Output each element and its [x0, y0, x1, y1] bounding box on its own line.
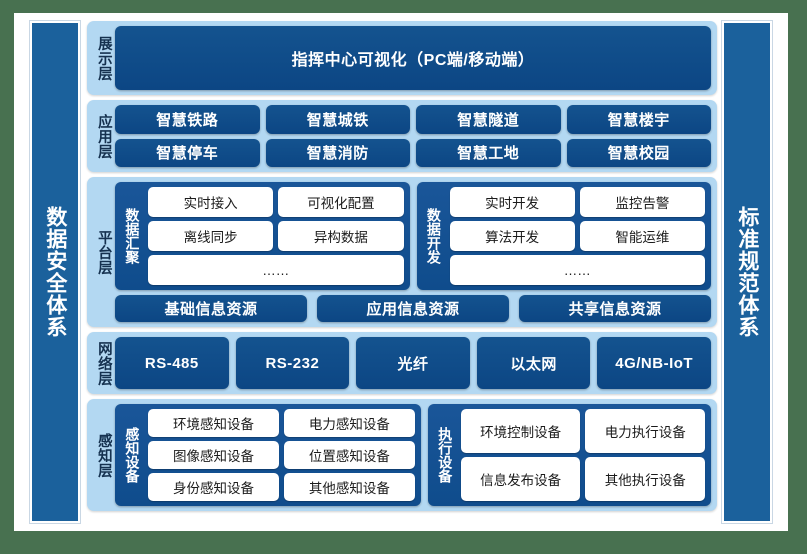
layer-perception-body: 感知设备 环境感知设备 电力感知设备 图像感知设备 位置感知设备 — [115, 404, 711, 506]
sensing-box-environment[interactable]: 环境感知设备 — [148, 409, 279, 437]
layer-perception: 感知层 感知设备 环境感知设备 电力感知设备 图像感知设备 — [87, 399, 717, 511]
execution-row-1: 环境控制设备 电力执行设备 — [460, 409, 706, 453]
sensing-box-identity[interactable]: 身份感知设备 — [148, 473, 279, 501]
aggregation-box-realtime-access[interactable]: 实时接入 — [148, 187, 274, 217]
resource-box-shared-information[interactable]: 共享信息资源 — [519, 295, 711, 322]
network-box-rs485[interactable]: RS-485 — [115, 337, 229, 389]
network-row-1: RS-485 RS-232 光纤 以太网 4G/NB-IoT — [115, 337, 711, 389]
application-row-1: 智慧铁路 智慧城铁 智慧隧道 智慧楼宇 — [115, 105, 711, 134]
app-box-smart-metro[interactable]: 智慧城铁 — [265, 105, 410, 134]
app-box-smart-building[interactable]: 智慧楼宇 — [566, 105, 711, 134]
platform-groups: 数据汇聚 实时接入 可视化配置 离线同步 异构数据 …… — [115, 182, 711, 290]
execution-box-other[interactable]: 其他执行设备 — [585, 457, 706, 501]
layer-platform-label: 平台层 — [95, 229, 112, 275]
group-data-development-items: 实时开发 监控告警 算法开发 智能运维 …… — [449, 187, 705, 285]
group-data-aggregation-label: 数据汇聚 — [124, 208, 141, 264]
left-side-bar-data-security: 数据安全体系 — [30, 21, 80, 523]
development-box-realtime-dev[interactable]: 实时开发 — [449, 187, 575, 217]
execution-box-environment-control[interactable]: 环境控制设备 — [460, 409, 581, 453]
resource-box-basic-information[interactable]: 基础信息资源 — [115, 295, 307, 322]
development-box-intelligent-ops[interactable]: 智能运维 — [579, 221, 705, 251]
development-box-ellipsis[interactable]: …… — [449, 255, 705, 285]
app-box-smart-firefighting[interactable]: 智慧消防 — [265, 138, 410, 167]
layer-platform-body: 数据汇聚 实时接入 可视化配置 离线同步 异构数据 …… — [115, 182, 711, 322]
sensing-box-image[interactable]: 图像感知设备 — [148, 441, 279, 469]
perception-groups: 感知设备 环境感知设备 电力感知设备 图像感知设备 位置感知设备 — [115, 404, 711, 506]
layer-perception-label: 感知层 — [95, 432, 112, 478]
layer-application: 应用层 智慧铁路 智慧城铁 智慧隧道 智慧楼宇 智慧停车 智慧消防 智慧工地 智… — [87, 100, 717, 172]
architecture-diagram: 数据安全体系 标准规范体系 展示层 指挥中心可视化（PC端/移动端） 应用层 智… — [14, 13, 788, 531]
layer-display-body: 指挥中心可视化（PC端/移动端） — [115, 26, 711, 90]
group-data-development: 数据开发 实时开发 监控告警 算法开发 智能运维 …… — [416, 182, 711, 290]
development-row-2: 算法开发 智能运维 — [449, 221, 705, 251]
sensing-row-1: 环境感知设备 电力感知设备 — [148, 409, 415, 437]
network-box-fiber[interactable]: 光纤 — [356, 337, 470, 389]
group-execution-devices-items: 环境控制设备 电力执行设备 信息发布设备 其他执行设备 — [460, 409, 706, 501]
group-execution-devices: 执行设备 环境控制设备 电力执行设备 信息发布设备 其他执行设备 — [427, 404, 711, 506]
execution-row-2: 信息发布设备 其他执行设备 — [460, 457, 706, 501]
development-box-monitor-alarm[interactable]: 监控告警 — [579, 187, 705, 217]
layer-display-label: 展示层 — [95, 35, 112, 81]
display-command-center-box[interactable]: 指挥中心可视化（PC端/移动端） — [115, 26, 711, 90]
platform-resource-row: 基础信息资源 应用信息资源 共享信息资源 — [115, 295, 711, 322]
layer-network: 网络层 RS-485 RS-232 光纤 以太网 4G/NB-IoT — [87, 332, 717, 394]
development-row-1: 实时开发 监控告警 — [449, 187, 705, 217]
layer-network-label: 网络层 — [95, 340, 112, 386]
layer-display: 展示层 指挥中心可视化（PC端/移动端） — [87, 21, 717, 95]
app-box-smart-railway[interactable]: 智慧铁路 — [115, 105, 260, 134]
aggregation-row-3: …… — [148, 255, 404, 285]
network-box-rs232[interactable]: RS-232 — [235, 337, 350, 389]
development-row-3: …… — [449, 255, 705, 285]
sensing-box-position[interactable]: 位置感知设备 — [283, 441, 415, 469]
right-side-bar-standard-specification: 标准规范体系 — [722, 21, 772, 523]
aggregation-row-1: 实时接入 可视化配置 — [148, 187, 404, 217]
sensing-box-other[interactable]: 其他感知设备 — [283, 473, 415, 501]
execution-box-information-release[interactable]: 信息发布设备 — [460, 457, 581, 501]
aggregation-box-heterogeneous-data[interactable]: 异构数据 — [278, 221, 404, 251]
layer-stack: 展示层 指挥中心可视化（PC端/移动端） 应用层 智慧铁路 智慧城铁 智慧隧道 … — [87, 21, 717, 523]
sensing-row-2: 图像感知设备 位置感知设备 — [148, 441, 415, 469]
left-side-bar-label: 数据安全体系 — [43, 206, 67, 338]
network-box-ethernet[interactable]: 以太网 — [476, 337, 591, 389]
aggregation-box-offline-sync[interactable]: 离线同步 — [148, 221, 274, 251]
aggregation-box-visual-config[interactable]: 可视化配置 — [278, 187, 404, 217]
group-data-aggregation-items: 实时接入 可视化配置 离线同步 异构数据 …… — [148, 187, 404, 285]
app-box-smart-parking[interactable]: 智慧停车 — [115, 138, 260, 167]
network-box-4g-nbiot[interactable]: 4G/NB-IoT — [597, 337, 711, 389]
app-box-smart-construction-site[interactable]: 智慧工地 — [416, 138, 561, 167]
layer-network-body: RS-485 RS-232 光纤 以太网 4G/NB-IoT — [115, 337, 711, 389]
app-box-smart-campus[interactable]: 智慧校园 — [566, 138, 711, 167]
aggregation-box-ellipsis[interactable]: …… — [148, 255, 404, 285]
sensing-row-3: 身份感知设备 其他感知设备 — [148, 473, 415, 501]
execution-box-power[interactable]: 电力执行设备 — [585, 409, 706, 453]
sensing-box-power[interactable]: 电力感知设备 — [283, 409, 415, 437]
group-sensing-devices-label: 感知设备 — [124, 427, 141, 483]
resource-box-application-information[interactable]: 应用信息资源 — [317, 295, 509, 322]
app-box-smart-tunnel[interactable]: 智慧隧道 — [416, 105, 561, 134]
group-execution-devices-label: 执行设备 — [437, 427, 454, 483]
development-box-algorithm-dev[interactable]: 算法开发 — [449, 221, 575, 251]
right-side-bar-label: 标准规范体系 — [735, 206, 759, 338]
application-row-2: 智慧停车 智慧消防 智慧工地 智慧校园 — [115, 138, 711, 167]
group-sensing-devices: 感知设备 环境感知设备 电力感知设备 图像感知设备 位置感知设备 — [115, 404, 421, 506]
aggregation-row-2: 离线同步 异构数据 — [148, 221, 404, 251]
group-data-aggregation: 数据汇聚 实时接入 可视化配置 离线同步 异构数据 …… — [115, 182, 410, 290]
layer-application-body: 智慧铁路 智慧城铁 智慧隧道 智慧楼宇 智慧停车 智慧消防 智慧工地 智慧校园 — [115, 105, 711, 167]
layer-platform: 平台层 数据汇聚 实时接入 可视化配置 离线同步 异 — [87, 177, 717, 327]
group-data-development-label: 数据开发 — [425, 208, 442, 264]
group-sensing-devices-items: 环境感知设备 电力感知设备 图像感知设备 位置感知设备 身份感知设备 其他感知设… — [148, 409, 415, 501]
layer-application-label: 应用层 — [95, 113, 112, 159]
